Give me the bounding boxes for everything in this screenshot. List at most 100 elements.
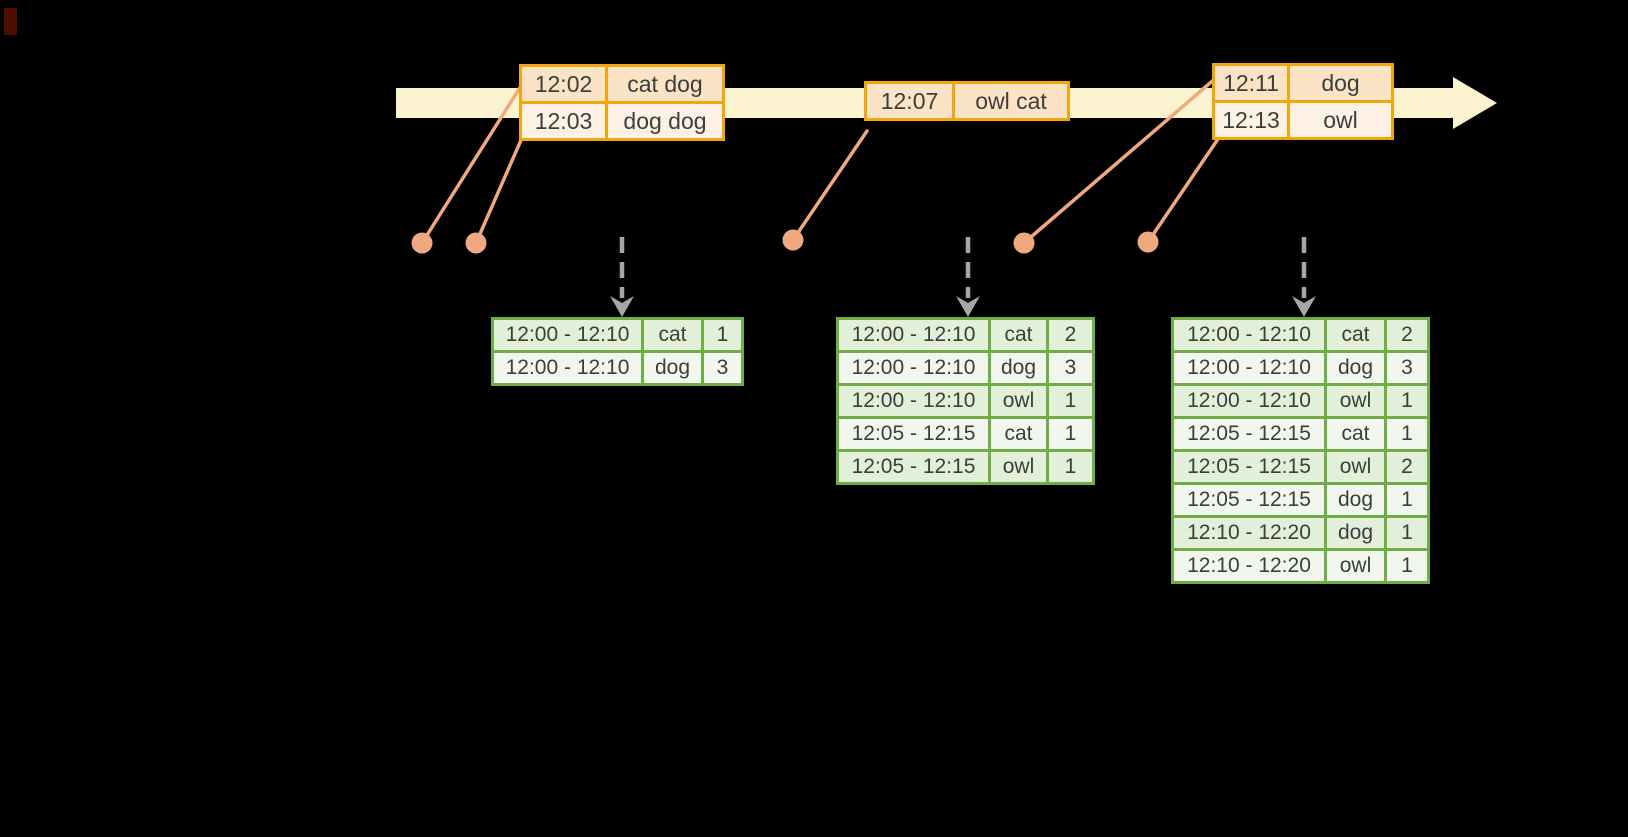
trigger-arrows	[619, 237, 1307, 298]
event-dot-12-07	[782, 229, 804, 251]
event-row: 12:13 owl	[1212, 100, 1394, 140]
result-word: cat	[988, 416, 1049, 452]
result-row: 12:05 - 12:15 cat 1	[1171, 416, 1430, 452]
result-window: 12:05 - 12:15	[1171, 482, 1327, 518]
result-count: 1	[1046, 416, 1095, 452]
result-window: 12:10 - 12:20	[1171, 548, 1327, 584]
result-word: dog	[1324, 350, 1387, 386]
result-row: 12:00 - 12:10 dog 3	[1171, 350, 1430, 386]
result-window: 12:00 - 12:10	[1171, 383, 1327, 419]
event-row: 12:07 owl cat	[864, 81, 1070, 121]
result-row: 12:00 - 12:10 dog 3	[491, 350, 744, 386]
result-word: owl	[1324, 548, 1387, 584]
event-row: 12:03 dog dog	[519, 101, 725, 141]
result-window: 12:10 - 12:20	[1171, 515, 1327, 551]
connector-line-12-13	[1146, 137, 1220, 244]
event-table-3: 12:11 dog 12:13 owl	[1212, 63, 1394, 140]
result-count: 2	[1046, 317, 1095, 353]
result-row: 12:00 - 12:10 dog 3	[836, 350, 1095, 386]
event-dot-12-02	[411, 232, 433, 254]
result-window: 12:00 - 12:10	[1171, 350, 1327, 386]
trigger-arrowhead-icon-1	[610, 296, 634, 317]
result-row: 12:10 - 12:20 dog 1	[1171, 515, 1430, 551]
result-window: 12:00 - 12:10	[491, 350, 644, 386]
event-time: 12:13	[1212, 100, 1290, 140]
result-row: 12:10 - 12:20 owl 1	[1171, 548, 1430, 584]
result-window: 12:00 - 12:10	[836, 317, 991, 353]
event-words: dog dog	[605, 101, 725, 141]
connector-line-12-02	[420, 84, 523, 245]
result-word: cat	[988, 317, 1049, 353]
result-row: 12:05 - 12:15 cat 1	[836, 416, 1095, 452]
result-count: 1	[701, 317, 744, 353]
event-words: dog	[1287, 63, 1394, 103]
event-table-1: 12:02 cat dog 12:03 dog dog	[519, 64, 725, 141]
connector-line-12-07	[791, 129, 869, 242]
event-words: cat dog	[605, 64, 725, 104]
result-row: 12:05 - 12:15 dog 1	[1171, 482, 1430, 518]
result-count: 3	[1046, 350, 1095, 386]
corner-mark	[4, 8, 17, 35]
result-table-3: 12:00 - 12:10 cat 2 12:00 - 12:10 dog 3 …	[1171, 317, 1430, 584]
result-count: 1	[1384, 548, 1430, 584]
result-word: owl	[988, 383, 1049, 419]
result-count: 3	[1384, 350, 1430, 386]
result-count: 3	[701, 350, 744, 386]
event-dot-12-13	[1137, 231, 1159, 253]
connector-line-12-11	[1022, 75, 1219, 245]
result-word: cat	[641, 317, 704, 353]
result-count: 1	[1384, 515, 1430, 551]
result-row: 12:05 - 12:15 owl 2	[1171, 449, 1430, 485]
result-window: 12:00 - 12:10	[1171, 317, 1327, 353]
result-word: cat	[1324, 317, 1387, 353]
event-dot-12-11	[1013, 232, 1035, 254]
result-row: 12:00 - 12:10 owl 1	[1171, 383, 1430, 419]
result-window: 12:00 - 12:10	[836, 350, 991, 386]
event-dots	[411, 229, 1159, 254]
event-row: 12:11 dog	[1212, 63, 1394, 103]
result-word: dog	[1324, 515, 1387, 551]
event-table-2: 12:07 owl cat	[864, 81, 1070, 121]
result-count: 1	[1384, 383, 1430, 419]
result-count: 2	[1384, 317, 1430, 353]
result-word: owl	[1324, 383, 1387, 419]
event-time: 12:03	[519, 101, 608, 141]
trigger-arrowhead-icon-2	[956, 296, 980, 317]
result-word: dog	[641, 350, 704, 386]
event-time: 12:02	[519, 64, 608, 104]
result-count: 2	[1384, 449, 1430, 485]
result-count: 1	[1046, 383, 1095, 419]
connector-lines	[420, 75, 1220, 245]
result-window: 12:05 - 12:15	[836, 416, 991, 452]
result-word: owl	[988, 449, 1049, 485]
timeline-arrowhead-icon	[1453, 77, 1497, 129]
trigger-arrowhead-icon-3	[1292, 296, 1316, 317]
result-window: 12:05 - 12:15	[836, 449, 991, 485]
result-row: 12:00 - 12:10 cat 2	[1171, 317, 1430, 353]
event-time: 12:11	[1212, 63, 1290, 103]
event-row: 12:02 cat dog	[519, 64, 725, 104]
connector-line-12-03	[474, 129, 527, 245]
result-window: 12:05 - 12:15	[1171, 449, 1327, 485]
result-table-1: 12:00 - 12:10 cat 1 12:00 - 12:10 dog 3	[491, 317, 744, 386]
result-word: dog	[988, 350, 1049, 386]
event-time: 12:07	[864, 81, 955, 121]
result-window: 12:00 - 12:10	[836, 383, 991, 419]
result-row: 12:00 - 12:10 cat 2	[836, 317, 1095, 353]
result-row: 12:00 - 12:10 cat 1	[491, 317, 744, 353]
result-count: 1	[1046, 449, 1095, 485]
result-word: dog	[1324, 482, 1387, 518]
result-row: 12:00 - 12:10 owl 1	[836, 383, 1095, 419]
result-table-2: 12:00 - 12:10 cat 2 12:00 - 12:10 dog 3 …	[836, 317, 1095, 485]
event-words: owl cat	[952, 81, 1070, 121]
result-count: 1	[1384, 416, 1430, 452]
result-word: cat	[1324, 416, 1387, 452]
result-row: 12:05 - 12:15 owl 1	[836, 449, 1095, 485]
result-word: owl	[1324, 449, 1387, 485]
result-window: 12:05 - 12:15	[1171, 416, 1327, 452]
result-count: 1	[1384, 482, 1430, 518]
event-words: owl	[1287, 100, 1394, 140]
result-window: 12:00 - 12:10	[491, 317, 644, 353]
trigger-arrowheads	[610, 296, 1316, 317]
